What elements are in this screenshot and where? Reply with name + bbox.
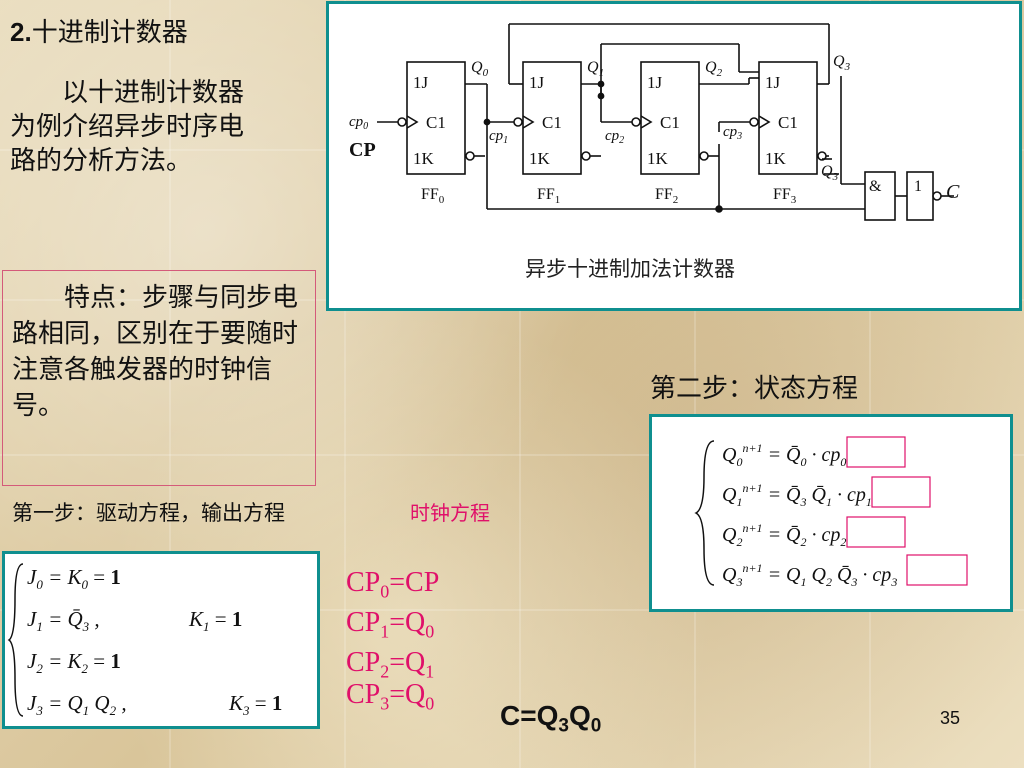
ff0-box — [406, 61, 466, 175]
svg-text:C1: C1 — [660, 113, 680, 132]
ff3-box — [758, 61, 818, 175]
svg-text:Q3: Q3 — [833, 53, 851, 73]
svg-text:FF2: FF2 — [655, 186, 678, 206]
cp-input-label: CP — [349, 139, 376, 161]
output-equation: C=Q3Q0 — [500, 700, 602, 737]
svg-text:1K: 1K — [765, 149, 787, 168]
drive-equations-panel: J0 = K0 = 1 J1 = Q̄3 , K1 = 1 J2 = K2 = … — [2, 551, 320, 729]
output-c-label: C — [946, 181, 960, 203]
state-equations: Q0n+1 = Q̄0 · cp0 Q1n+1 = Q̄3 Q̄1 · cp1 … — [694, 436, 968, 589]
feature-text: 特点：步骤与同步电路相同，区别在于要随时注意各触发器的时钟信号。 — [12, 283, 299, 421]
svg-text:Q2: Q2 — [705, 59, 723, 79]
slide-title: 2.十进制计数器 — [10, 17, 188, 48]
ff1-box — [522, 61, 582, 175]
clock-eq-3: CP3=Q0 — [346, 679, 435, 714]
clock-eq-0: CP0=CP — [346, 567, 440, 602]
ff2-box — [640, 61, 700, 175]
clock-eq-1: CP1=Q0 — [346, 607, 435, 642]
page-number: 35 — [940, 708, 961, 728]
state-eq-1: Q1n+1 = Q̄3 Q̄1 · cp1 — [722, 481, 872, 509]
clock-eq-2: CP2=Q1 — [346, 647, 435, 682]
drive-equations: J0 = K0 = 1 J1 = Q̄3 , K1 = 1 J2 = K2 = … — [7, 563, 282, 718]
svg-text:cp0: cp0 — [349, 114, 368, 132]
drive-eq-1: J1 = Q̄3 , — [27, 607, 100, 634]
drive-eq-0: J0 = K0 = 1 — [27, 565, 121, 592]
clock-equation-label: 时钟方程 — [410, 501, 490, 525]
not-gate-symbol: 1 — [914, 178, 922, 195]
svg-text:cp1: cp1 — [489, 128, 508, 146]
svg-text:FF3: FF3 — [773, 186, 797, 206]
svg-text:Q3: Q3 — [821, 163, 839, 183]
step2-heading: 第二步：状态方程 — [650, 374, 859, 404]
svg-text:1K: 1K — [413, 149, 435, 168]
step1-heading: 第一步：驱动方程，输出方程 — [12, 501, 285, 525]
svg-text:cp2: cp2 — [605, 128, 624, 146]
svg-text:1K: 1K — [647, 149, 669, 168]
drive-eq-1k: K1 = 1 — [188, 607, 242, 634]
highlight-cp2 — [846, 516, 906, 548]
circuit-caption: 异步十进制加法计数器 — [525, 257, 735, 281]
svg-text:C1: C1 — [542, 113, 562, 132]
svg-text:1J: 1J — [765, 73, 781, 92]
state-eq-3: Q3n+1 = Q1 Q2 Q̄3 · cp3 — [722, 561, 897, 589]
state-eq-0: Q0n+1 = Q̄0 · cp0 — [722, 441, 846, 469]
intro-text: 以十进制计数器为例介绍异步时序电路的分析方法。 — [10, 78, 245, 176]
svg-text:1J: 1J — [647, 73, 663, 92]
highlight-cp0 — [846, 436, 906, 468]
highlight-cp3 — [906, 554, 968, 586]
svg-text:1J: 1J — [413, 73, 429, 92]
highlight-cp1 — [871, 476, 931, 508]
svg-text:1J: 1J — [529, 73, 545, 92]
svg-text:C1: C1 — [426, 113, 446, 132]
svg-text:C1: C1 — [778, 113, 798, 132]
svg-text:Q0: Q0 — [471, 59, 489, 79]
and-gate-symbol: & — [869, 178, 882, 195]
svg-text:FF0: FF0 — [421, 186, 445, 206]
svg-text:1K: 1K — [529, 149, 551, 168]
drive-eq-3k: K3 = 1 — [228, 691, 282, 718]
state-eq-2: Q2n+1 = Q̄2 · cp2 — [722, 521, 846, 549]
state-equations-panel: Q0n+1 = Q̄0 · cp0 Q1n+1 = Q̄3 Q̄1 · cp1 … — [649, 414, 1013, 612]
feature-box — [2, 270, 316, 486]
drive-eq-3: J3 = Q1 Q2 , — [27, 691, 127, 718]
svg-text:cp3: cp3 — [723, 124, 742, 142]
drive-eq-2: J2 = K2 = 1 — [27, 649, 121, 676]
svg-text:FF1: FF1 — [537, 186, 560, 206]
